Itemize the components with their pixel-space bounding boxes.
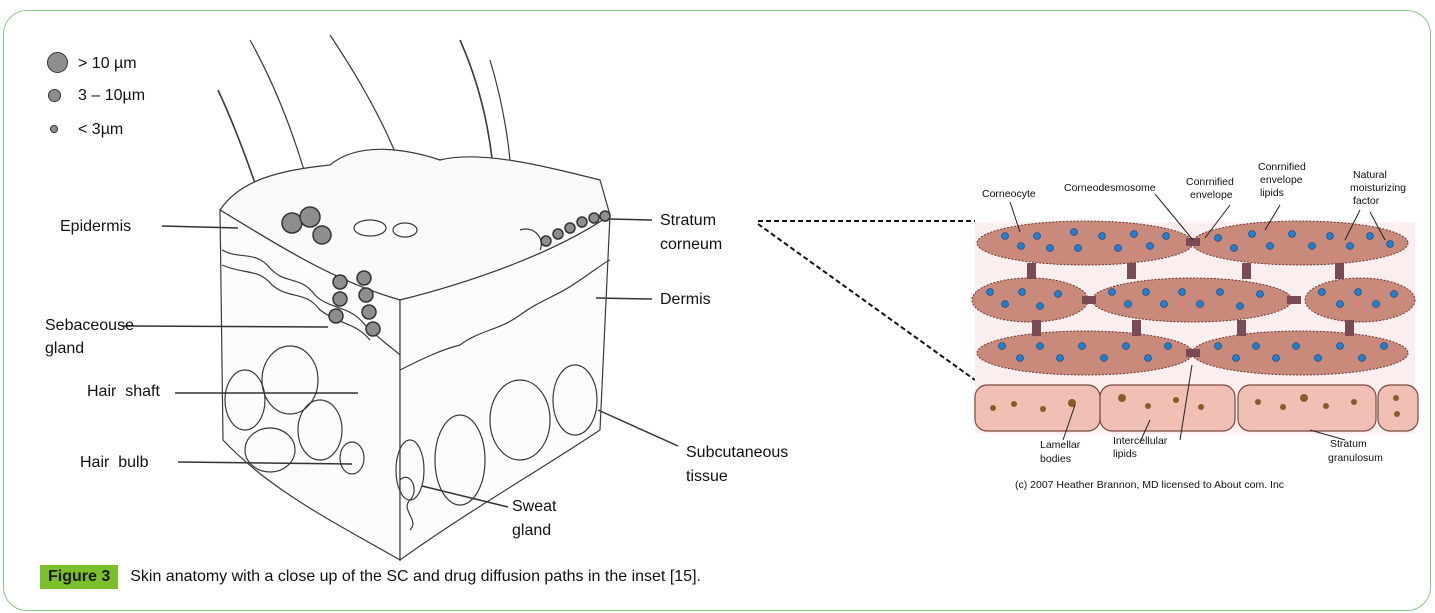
inset-label-corneodesmosome: Corneodesmosome [1064,182,1156,194]
inset-label-intercellular-2: lipids [1113,448,1137,460]
figure-number: Figure 3 [40,565,118,589]
inset-label-nmf-3: factor [1353,195,1379,207]
inset-label-cornified-envelope-2: envelope [1190,189,1233,201]
caption-text: Skin anatomy with a close up of the SC a… [130,566,701,588]
inset-label-nmf-1: Natural [1353,169,1387,181]
inset-label-cornified-lipids-1: Conrnified [1258,161,1306,173]
inset-label-lamellar-2: bodies [1040,453,1071,465]
inset-label-cornified-lipids-2: envelope [1260,174,1303,186]
inset-credit: (c) 2007 Heather Brannon, MD licensed to… [1015,479,1284,491]
inset-label-granulosum-1: Stratum [1330,438,1367,450]
inset-label-cornified-lipids-3: lipids [1260,187,1284,199]
inset-label-nmf-2: moisturizing [1350,182,1406,194]
inset-label-intercellular-1: Intercellular [1113,435,1167,447]
inset-label-lamellar-1: Lamellar [1040,439,1080,451]
inset-label-cornified-envelope-1: Conrnified [1186,176,1234,188]
inset-label-granulosum-2: granulosum [1328,452,1383,464]
figure-caption: Figure 3 Skin anatomy with a close up of… [40,565,701,589]
inset-label-corneocyte: Corneocyte [982,188,1036,200]
